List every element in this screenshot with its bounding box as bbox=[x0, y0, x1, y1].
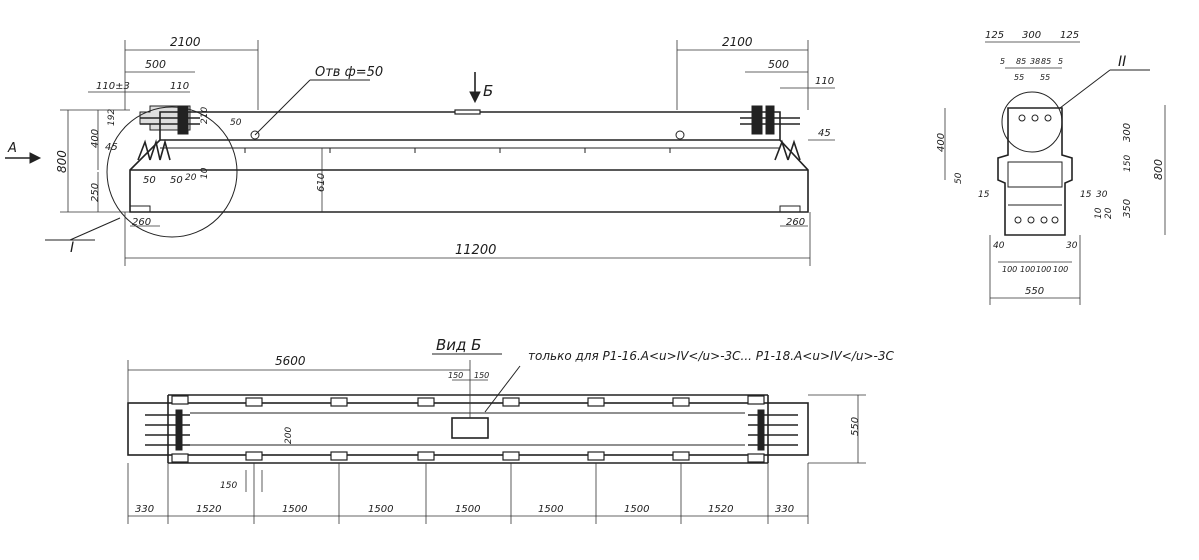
view-b-width-550: 550 bbox=[850, 417, 861, 436]
view-b-slots-bottom bbox=[171, 451, 765, 463]
hole-left bbox=[250, 130, 260, 140]
hole-right bbox=[675, 130, 685, 140]
dim-45-left: 45 bbox=[105, 142, 118, 153]
end-dim-40: 40 bbox=[993, 241, 1005, 251]
end-dim-55-b: 55 bbox=[1040, 73, 1050, 82]
end-dim-300-r: 300 bbox=[1122, 123, 1133, 142]
end-rebars-bottom bbox=[1014, 216, 1059, 224]
view-b-dim-150: 150 bbox=[220, 481, 237, 491]
top-marks bbox=[244, 109, 671, 153]
view-b-slots-top bbox=[171, 395, 765, 407]
dim-110-right: 110 bbox=[815, 76, 834, 87]
view-b-outline bbox=[127, 402, 809, 456]
callout-circle-ii bbox=[1001, 91, 1063, 153]
dim-50-a: 50 bbox=[143, 175, 156, 186]
view-b-bottom-dim-8: 1520 bbox=[708, 504, 733, 515]
end-section-outline bbox=[997, 107, 1073, 236]
dim-50-c: 50 bbox=[230, 118, 242, 128]
view-b-bottom-dim-7: 1500 bbox=[624, 504, 649, 515]
end-dim-30-b: 30 bbox=[1066, 241, 1078, 251]
dim-110-left: 110 bbox=[170, 81, 189, 92]
dim-2100-right: 2100 bbox=[722, 35, 753, 49]
view-b-title: Вид Б bbox=[436, 336, 481, 354]
dim-250: 250 bbox=[90, 183, 101, 202]
view-b-bottom-dim-3: 1500 bbox=[282, 504, 307, 515]
hole-label: Отв ф=50 bbox=[315, 65, 383, 80]
dim-20: 20 bbox=[185, 173, 197, 183]
dim-500-right: 500 bbox=[768, 58, 789, 71]
view-b-bottom-dim-9: 330 bbox=[775, 504, 794, 515]
end-dim-100-c: 100 bbox=[1036, 265, 1051, 274]
view-b-bottom-dim-4: 1500 bbox=[368, 504, 393, 515]
view-b-left-bars bbox=[145, 409, 190, 451]
view-b-slot-dim-a: 150 bbox=[448, 371, 463, 380]
front-view: I Отв ф=50 Б А 2100 2100 500 500 110±3 1… bbox=[5, 35, 835, 266]
end-dim-150: 150 bbox=[1123, 155, 1133, 172]
dim-2100-left: 2100 bbox=[170, 35, 201, 49]
view-b-center-opening bbox=[451, 417, 489, 439]
end-dim-30-a: 30 bbox=[1096, 190, 1108, 200]
view-b-dim-200: 200 bbox=[284, 427, 294, 444]
view-b: Вид Б только для Р1-16.А<u>IV</u>-3С... … bbox=[127, 336, 894, 524]
length-total: 11200 bbox=[455, 243, 496, 258]
view-b-bottom-dim-5: 1500 bbox=[455, 504, 480, 515]
dim-800: 800 bbox=[55, 150, 69, 173]
end-rebars-top bbox=[1018, 114, 1052, 122]
dim-50-b: 50 bbox=[170, 175, 183, 186]
view-b-bottom-dim-2: 1520 bbox=[196, 504, 221, 515]
callout-ii-label: II bbox=[1118, 54, 1126, 70]
end-dim-125-left: 125 bbox=[985, 30, 1004, 41]
section-mark-b: Б bbox=[483, 82, 493, 100]
end-dim-5-b: 5 bbox=[1058, 57, 1063, 66]
end-dim-550: 550 bbox=[1025, 286, 1044, 297]
view-arrow-a: А bbox=[7, 141, 17, 156]
end-dim-10: 10 bbox=[1094, 207, 1104, 219]
end-dim-38: 38 bbox=[1030, 57, 1040, 66]
dim-192: 192 bbox=[107, 109, 117, 126]
end-dim-50: 50 bbox=[954, 172, 964, 184]
end-dim-85-b: 85 bbox=[1041, 57, 1051, 66]
end-dim-100-b: 100 bbox=[1020, 265, 1035, 274]
view-b-bottom-dim-1: 330 bbox=[135, 504, 154, 515]
view-b-note: только для Р1-16.А<u>IV</u>-3С... Р1-18.… bbox=[528, 349, 894, 363]
view-b-slot-dim-b: 150 bbox=[474, 371, 489, 380]
left-anchor bbox=[137, 105, 200, 161]
view-b-half-length: 5600 bbox=[275, 354, 306, 368]
end-dim-5-a: 5 bbox=[1000, 57, 1005, 66]
dim-500-left: 500 bbox=[145, 58, 166, 71]
end-dim-100-d: 100 bbox=[1053, 265, 1068, 274]
end-view: II 125 300 125 5 85 38 85 5 55 55 400 50… bbox=[936, 30, 1166, 305]
dim-610: 610 bbox=[316, 173, 327, 192]
dim-210: 210 bbox=[200, 107, 210, 124]
end-dim-100-a: 100 bbox=[1002, 265, 1017, 274]
dim-110-3: 110±3 bbox=[96, 81, 130, 92]
end-dim-300: 300 bbox=[1022, 30, 1041, 41]
end-dim-800: 800 bbox=[1152, 159, 1165, 180]
end-dim-350: 350 bbox=[1122, 199, 1133, 218]
end-dim-85-a: 85 bbox=[1016, 57, 1026, 66]
dim-400: 400 bbox=[90, 129, 101, 148]
callout-i-label: I bbox=[70, 240, 74, 256]
end-dim-15-left: 15 bbox=[978, 190, 990, 200]
view-b-bottom-dim-6: 1500 bbox=[538, 504, 563, 515]
dim-10: 10 bbox=[200, 167, 210, 179]
end-dim-15-right: 15 bbox=[1080, 190, 1092, 200]
right-anchor bbox=[740, 105, 801, 161]
dim-260-right: 260 bbox=[786, 217, 805, 228]
end-dim-20: 20 bbox=[1104, 207, 1114, 219]
end-dim-55-a: 55 bbox=[1014, 73, 1024, 82]
end-dim-400: 400 bbox=[936, 133, 947, 152]
dim-260-left: 260 bbox=[132, 217, 151, 228]
end-dim-125-right: 125 bbox=[1060, 30, 1079, 41]
view-b-right-bars bbox=[748, 409, 798, 451]
dim-45-right: 45 bbox=[818, 128, 831, 139]
callout-circle-i bbox=[106, 106, 238, 238]
